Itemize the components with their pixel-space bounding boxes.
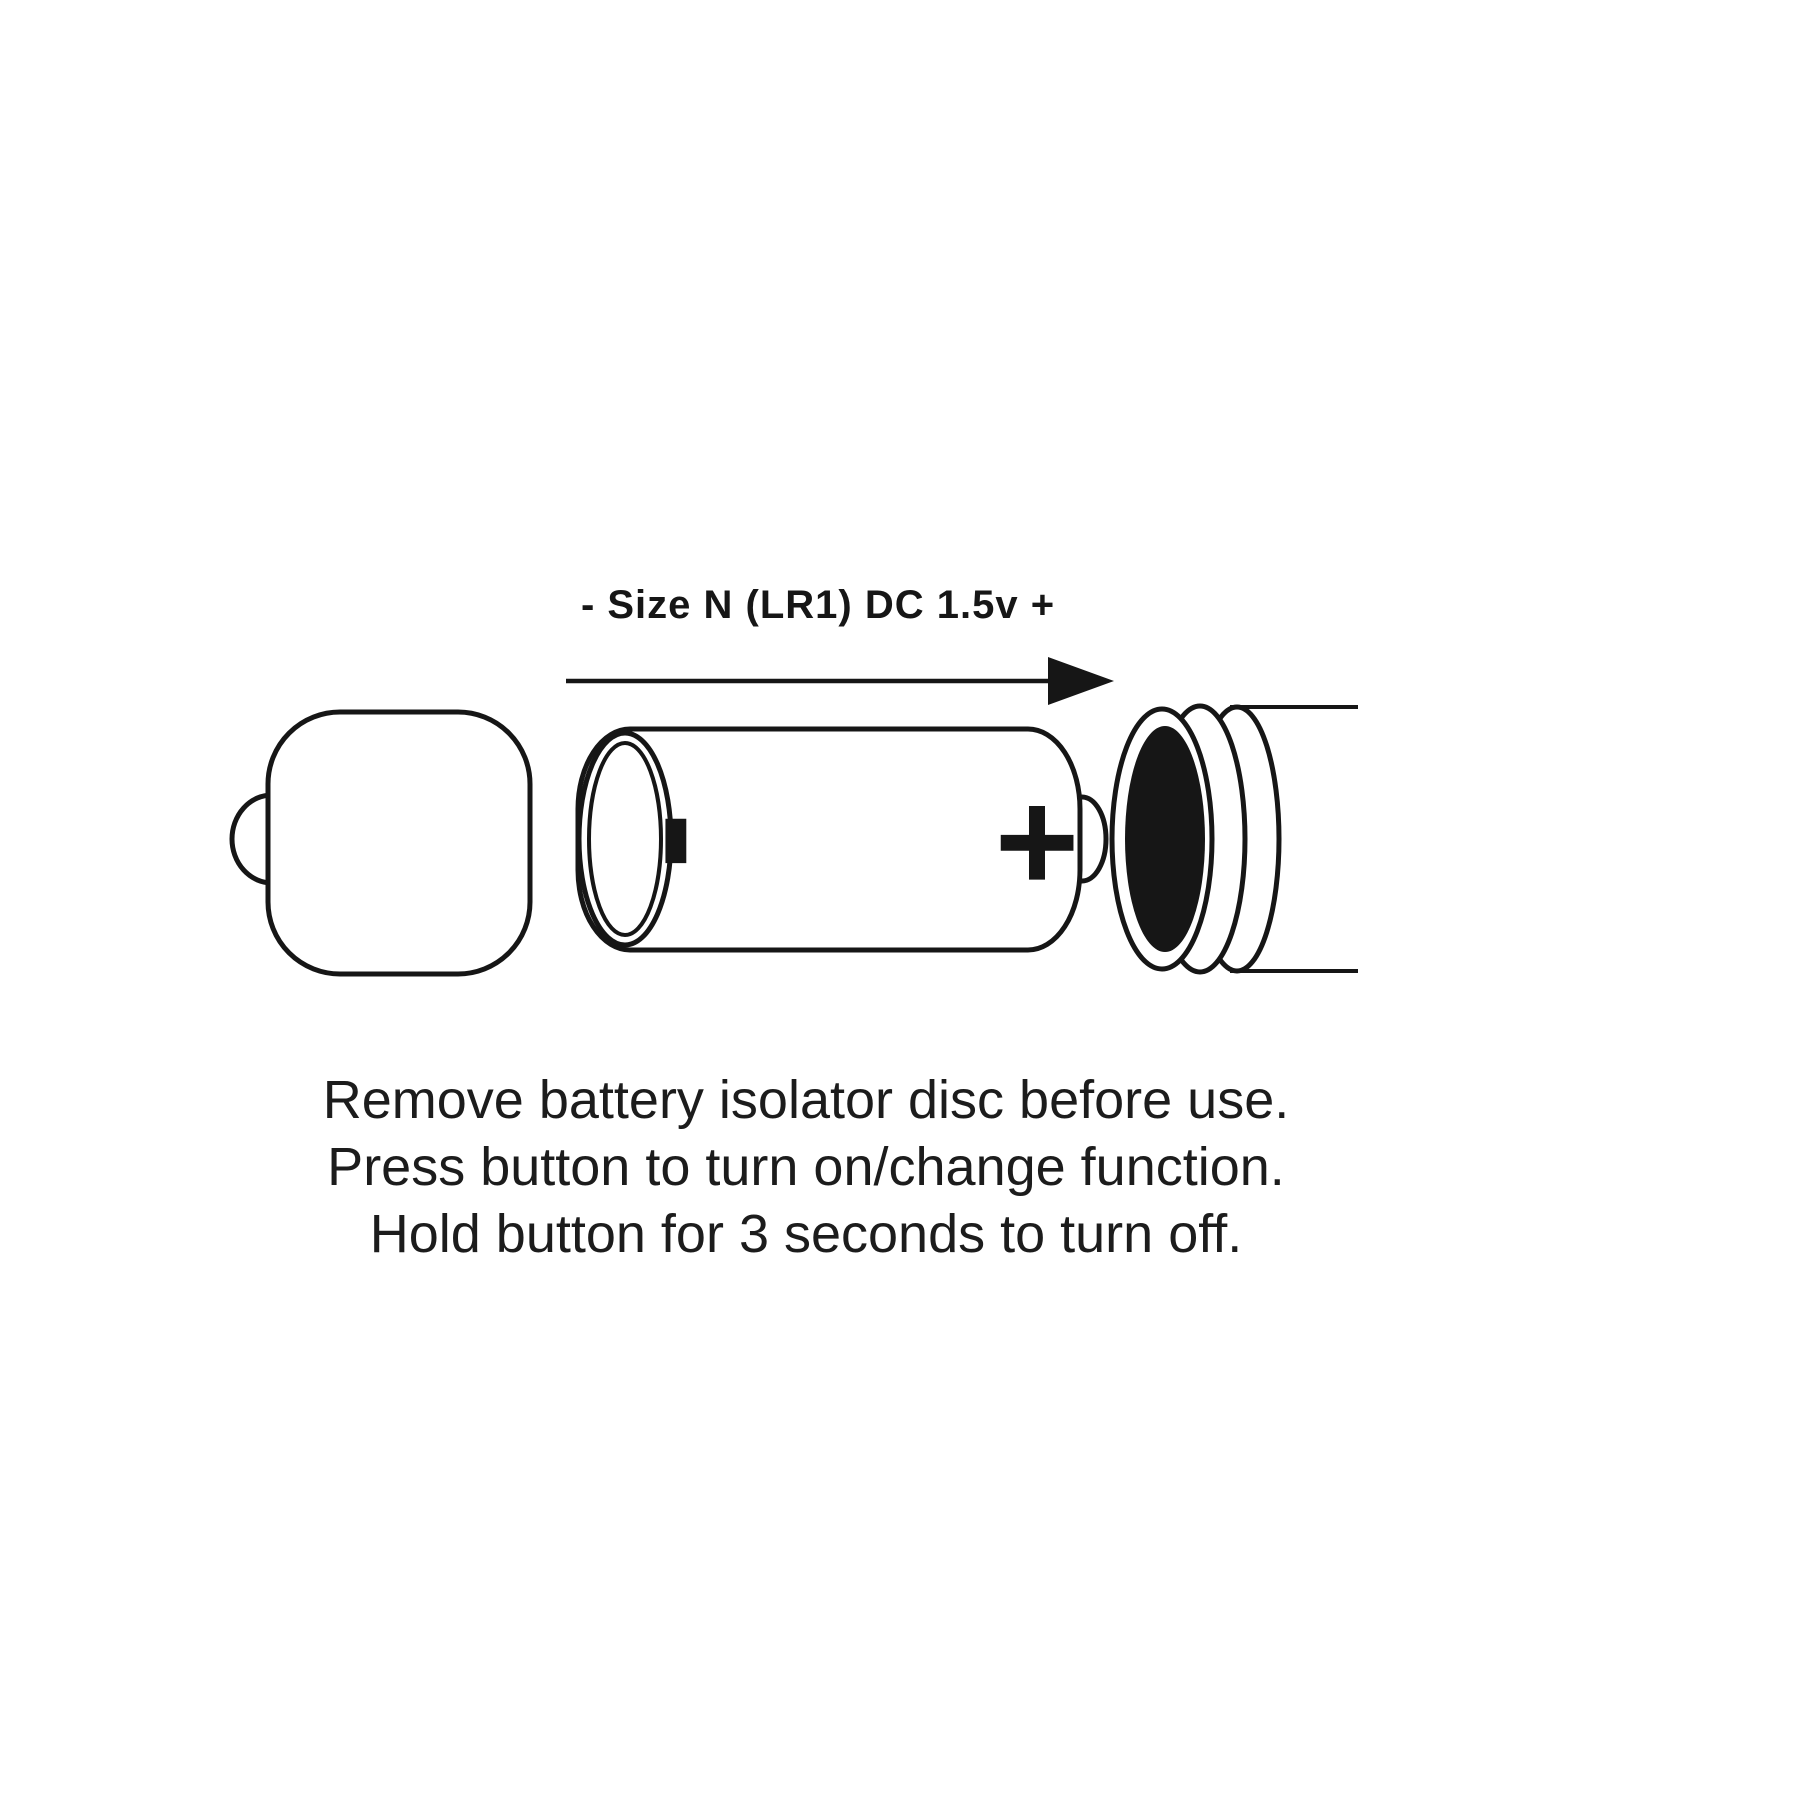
cap-body <box>265 709 533 977</box>
battery: - + <box>575 726 1109 953</box>
polarity-positive-mark: + <box>995 760 1080 922</box>
polarity-negative-mark: - <box>593 812 788 870</box>
instruction-line-2: Press button to turn on/change function. <box>327 1137 1285 1197</box>
arrow-head-icon <box>1048 657 1114 705</box>
battery-isolator-disc <box>1125 726 1205 952</box>
instructions: Remove battery isolator disc before use.… <box>323 1070 1289 1264</box>
battery-end-rim-inner <box>587 741 663 937</box>
direction-arrow <box>566 657 1114 705</box>
battery-size-label: - Size N (LR1) DC 1.5v + <box>581 583 1055 627</box>
device-body <box>1109 703 1358 975</box>
instruction-line-1: Remove battery isolator disc before use. <box>323 1070 1289 1130</box>
instruction-line-3: Hold button for 3 seconds to turn off. <box>370 1204 1243 1264</box>
end-cap <box>229 709 533 977</box>
